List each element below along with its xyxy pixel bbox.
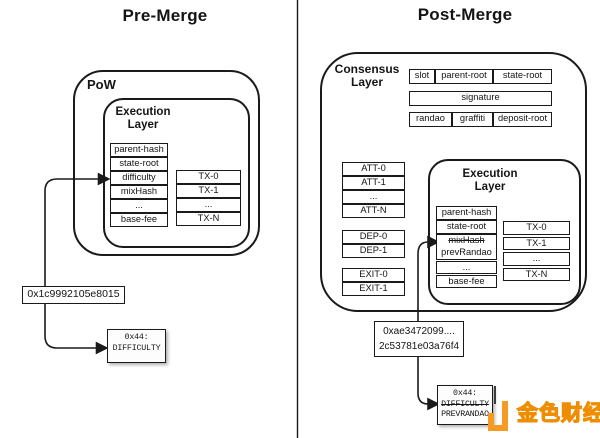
field-deposit-root: deposit-root	[493, 112, 552, 127]
att-0: ATT-0	[342, 162, 405, 176]
field-state-root-right: state-root	[436, 220, 497, 234]
field-parent-hash-right: parent-hash	[436, 206, 497, 220]
difficulty-value-box: 0x1c9992105e8015	[22, 286, 125, 304]
block-header-fields-left: parent-hash state-root difficulty mixHas…	[110, 143, 168, 227]
field-signature: signature	[409, 91, 552, 106]
prevrandao-value-line1: 0xae3472099....	[383, 326, 455, 337]
arrow-value-to-difficulty-slot	[44, 298, 109, 355]
attestations-list: ATT-0 ATT-1 ... ATT-N	[342, 162, 405, 218]
exits-list: EXIT-0 EXIT-1	[342, 268, 405, 296]
transactions-list-left: TX-0 TX-1 ... TX-N	[176, 170, 241, 226]
att-n: ATT-N	[342, 204, 405, 218]
beacon-header-row2: randao graffiti deposit-root	[409, 112, 552, 127]
tx-ellipsis-right: ...	[503, 252, 570, 266]
pow-block-box	[73, 70, 260, 256]
field-base-fee-right: base-fee	[436, 274, 497, 288]
pre-merge-title: Pre-Merge	[122, 6, 208, 25]
tx-0-right: TX-0	[503, 221, 570, 235]
att-1: ATT-1	[342, 176, 405, 190]
candlestick-wick-icon	[494, 386, 496, 404]
tx-1-right: TX-1	[503, 236, 570, 250]
field-slot: slot	[409, 69, 435, 84]
field-state-root: state-root	[110, 157, 168, 171]
pow-label: PoW	[87, 77, 116, 92]
field-mixhash: mixHash	[110, 185, 168, 199]
field-graffiti: graffiti	[452, 112, 493, 127]
tx-ellipsis: ...	[176, 198, 241, 212]
slot-address-right: 0x44:	[453, 389, 477, 398]
beacon-signature-row: signature	[409, 91, 552, 106]
consensus-layer-label: Consensus Layer	[334, 62, 400, 89]
dep-1: DEP-1	[342, 244, 405, 258]
watermark-brand-text: 金色财经	[516, 401, 600, 425]
mixhash-deprecated-label: mixHash	[448, 235, 485, 245]
field-base-fee: base-fee	[110, 213, 168, 227]
field-mixhash-prevrandao: mixHash prevRandao	[436, 234, 497, 260]
tx-n-right: TX-N	[503, 267, 570, 281]
post-merge-title: Post-Merge	[417, 5, 513, 24]
arrow-value-to-prevrandao-slot	[417, 355, 441, 411]
execution-layer-label-left: Execution Layer	[115, 106, 171, 131]
candlestick-body-bottom-icon	[488, 425, 508, 431]
exit-0: EXIT-0	[342, 268, 405, 282]
deposits-list: DEP-0 DEP-1	[342, 230, 405, 258]
slot-name-difficulty: DIFFICULTY	[112, 343, 161, 353]
storage-slot-box-difficulty: 0x44: DIFFICULTY	[107, 329, 166, 363]
dep-0: DEP-0	[342, 230, 405, 244]
field-ellipsis-right: ...	[436, 260, 497, 274]
candlestick-body-right-icon	[502, 401, 508, 431]
prevrandao-value-box: 0xae3472099.... 2c53781e03a76f4	[374, 321, 464, 357]
jinse-finance-watermark: 金色财经	[487, 386, 600, 436]
block-header-fields-right: parent-hash state-root mixHash prevRanda…	[436, 206, 497, 289]
tx-1: TX-1	[176, 184, 241, 198]
slot-name-difficulty-deprecated: DIFFICULTY	[441, 399, 489, 409]
field-ellipsis: ...	[110, 199, 168, 213]
field-randao: randao	[409, 112, 452, 127]
arrow-value-to-difficulty	[44, 172, 111, 293]
prevrandao-value-line2: 2c53781e03a76f4	[378, 341, 460, 352]
transactions-list-right: TX-0 TX-1 ... TX-N	[503, 221, 570, 282]
att-ellipsis: ...	[342, 190, 405, 204]
prevrandao-label: prevRandao	[441, 246, 492, 257]
execution-layer-label-right: Execution Layer	[462, 168, 518, 193]
field-parent-root: parent-root	[435, 69, 493, 84]
slot-address: 0x44:	[124, 333, 149, 342]
field-difficulty: difficulty	[110, 171, 168, 185]
field-state-root-beacon: state-root	[493, 69, 552, 84]
beacon-header-row1: slot parent-root state-root	[409, 69, 552, 84]
slot-name-prevrandao: PREVRANDAO	[441, 410, 489, 419]
tx-0: TX-0	[176, 170, 241, 184]
storage-slot-box-prevrandao: 0x44: DIFFICULTY PREVRANDAO	[437, 385, 493, 425]
candlestick-body-left-icon	[488, 413, 494, 425]
tx-n: TX-N	[176, 212, 241, 226]
consensus-layer-box	[320, 52, 587, 312]
execution-layer-box-right	[428, 159, 581, 305]
arrow-value-to-prevrandao	[417, 235, 441, 322]
exit-1: EXIT-1	[342, 282, 405, 296]
field-parent-hash: parent-hash	[110, 143, 168, 157]
